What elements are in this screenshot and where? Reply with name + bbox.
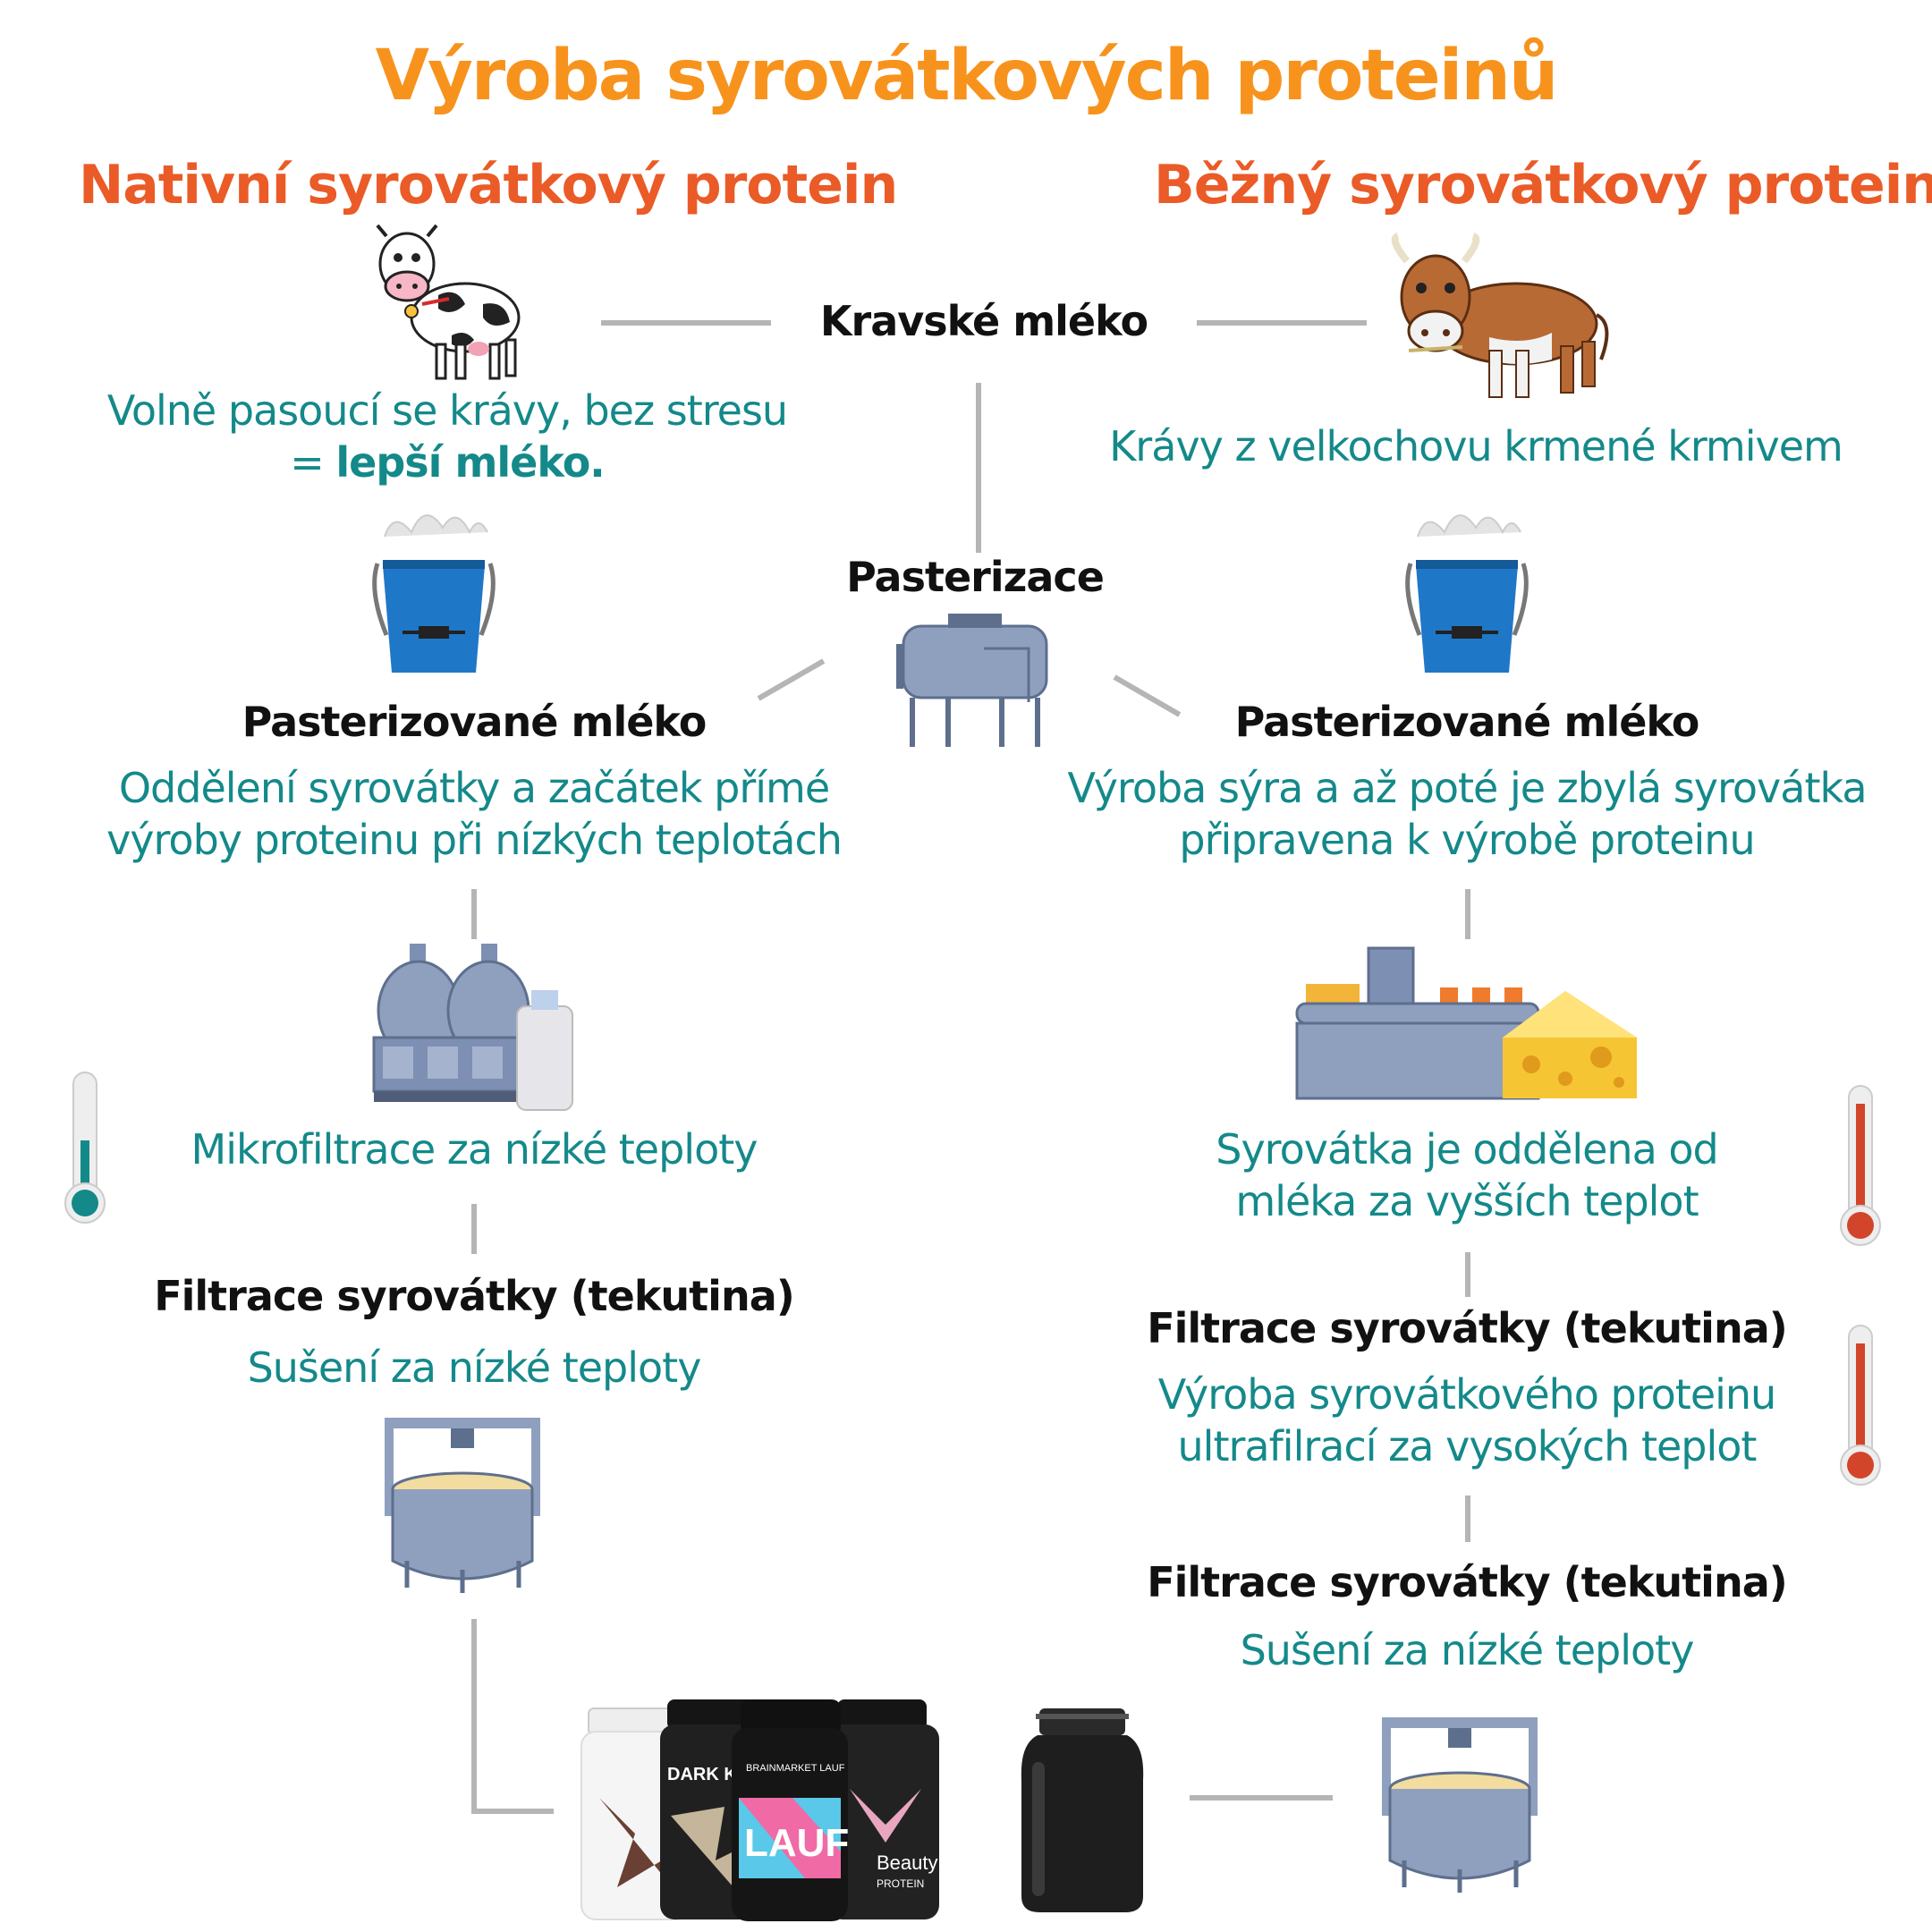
drying-vat-icon — [1382, 1717, 1538, 1893]
pasteurizer-icon — [896, 614, 1048, 747]
page-title: Výroba syrovátkových proteinů — [375, 36, 1559, 116]
microfiltration-plant-icon — [372, 944, 573, 1111]
connector-line — [976, 383, 981, 553]
native-separation-text: Oddělení syrovátky a začátek přímé výrob… — [106, 764, 843, 864]
hot-thermometer-icon — [1840, 1325, 1881, 1486]
native-pasteurized-label: Pasterizované mléko — [242, 698, 708, 746]
drying-vat-icon — [385, 1418, 540, 1593]
native-filtration-label: Filtrace syrovátky (tekutina) — [154, 1272, 795, 1320]
cold-thermometer-icon — [64, 1072, 106, 1224]
connector-line — [1190, 1795, 1333, 1801]
native-cow-caption: Volně pasoucí se krávy, bez stresu = lep… — [106, 386, 788, 487]
native-drying-text: Sušení za nízké teploty — [247, 1343, 702, 1392]
common-ultrafiltration-text: Výroba syrovátkového proteinu ultrafilra… — [1157, 1370, 1776, 1470]
happy-cow-icon — [376, 224, 521, 380]
native-heading: Nativní syrovátkový protein — [79, 154, 898, 216]
common-heading: Běžný syrovátkový protein — [1154, 154, 1932, 216]
connector-line — [471, 1809, 554, 1814]
farm-cow-icon — [1391, 233, 1609, 398]
cheese-factory-icon — [1295, 946, 1637, 1100]
milk-bucket-icon — [372, 514, 496, 673]
jar-label: LAUF — [744, 1821, 849, 1865]
generic-protein-jar-image — [1021, 1708, 1144, 1912]
jar-label: Beauty — [877, 1852, 938, 1874]
native-protein-jars-image: DARK KNIG Beauty PROTEIN BRAINMARKET LAU… — [580, 1699, 939, 1921]
common-cow-caption: Krávy z velkochovu krmené krmivem — [1109, 422, 1843, 470]
common-cheese-text: Výroba sýra a až poté je zbylá syrovátka… — [1067, 764, 1867, 864]
connector-line — [471, 1619, 477, 1812]
connector-line — [1465, 1496, 1470, 1542]
connector-line — [471, 889, 477, 939]
connector-line — [601, 320, 771, 326]
connector-line — [1197, 320, 1367, 326]
common-filtration-label-1: Filtrace syrovátky (tekutina) — [1147, 1304, 1788, 1352]
native-microfiltration-text: Mikrofiltrace za nízké teploty — [191, 1125, 758, 1174]
common-drying-text: Sušení za nízké teploty — [1240, 1626, 1695, 1674]
connector-line — [471, 1204, 477, 1254]
cow-milk-label: Kravské mléko — [819, 297, 1148, 345]
common-filtration-label-2: Filtrace syrovátky (tekutina) — [1147, 1558, 1788, 1606]
hot-thermometer-icon — [1840, 1085, 1881, 1246]
milk-bucket-icon — [1405, 514, 1529, 673]
common-pasteurized-label: Pasterizované mléko — [1234, 698, 1700, 746]
jar-label: BRAINMARKET LAUF — [746, 1763, 845, 1774]
pasteurization-label: Pasterizace — [846, 553, 1105, 601]
connector-line — [1465, 889, 1470, 939]
jar-label: PROTEIN — [877, 1877, 924, 1890]
connector-line — [1465, 1252, 1470, 1297]
connector-line — [757, 658, 826, 701]
common-separated-text: Syrovátka je oddělena od mléka za vyššíc… — [1216, 1125, 1719, 1225]
